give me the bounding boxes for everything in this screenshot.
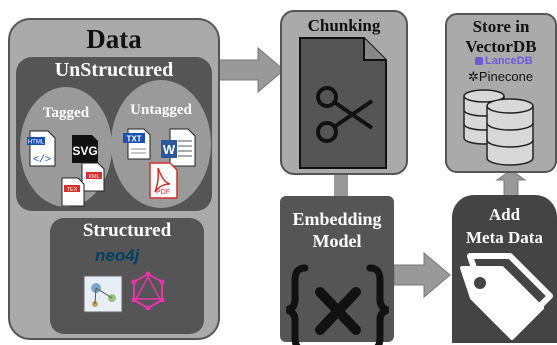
txt-file-icon: TXT (123, 128, 151, 160)
svg-text:TXT: TXT (126, 135, 141, 144)
svg-text:SVG: SVG (72, 144, 97, 158)
svg-text:PDF: PDF (156, 189, 170, 196)
chunking-title: Chunking (307, 16, 381, 35)
arrow-data-to-chunking (217, 46, 285, 94)
unstructured-title: UnStructured (54, 59, 174, 81)
tagged-title: Tagged (42, 105, 90, 121)
svg-text:</>: </> (33, 154, 51, 166)
embedding-title: Embedding Model (280, 208, 394, 252)
metadata-title-line2: Meta Data (466, 228, 543, 247)
neo4j-logo: neo4j (95, 246, 140, 265)
pinecone-label: Pinecone (478, 69, 534, 84)
structured-title: Structured (82, 220, 172, 241)
database-stack-icon (463, 89, 534, 166)
lancedb-icon (475, 57, 483, 65)
untagged-title: Untagged (130, 102, 192, 118)
function-braces-icon (285, 264, 390, 345)
svg-file-icon: SVG (72, 135, 98, 163)
svg-text:W: W (163, 142, 176, 157)
arrow-metadata-to-store (495, 169, 527, 197)
svg-text:TEX: TEX (67, 187, 78, 193)
store-title-line1: Store in (472, 17, 530, 36)
graphql-icon (131, 271, 165, 311)
pinecone-logo: ✲Pinecone (468, 69, 533, 85)
structured-panel: Structured (50, 218, 204, 334)
pinecone-icon: ✲ (468, 69, 479, 84)
lancedb-label: LanceDB (485, 55, 533, 67)
lancedb-logo: LanceDB (475, 55, 533, 67)
metadata-title: Add Meta Data (452, 203, 557, 249)
arrow-embedding-to-metadata (393, 251, 451, 299)
store-title: Store in VectorDB (447, 17, 555, 57)
html-file-icon: HTML </> (27, 130, 56, 167)
pdf-file-icon: PDF (149, 162, 178, 199)
svg-text:HTML: HTML (28, 140, 45, 146)
embedding-title-line2: Model (312, 231, 362, 251)
embedding-title-line1: Embedding (292, 209, 382, 229)
graph-database-icon (83, 275, 123, 313)
scissors-document-icon (299, 37, 387, 169)
xml-file-icon: XML (81, 162, 105, 192)
tags-icon (460, 253, 553, 340)
metadata-title-line1: Add (488, 205, 521, 224)
tex-file-icon: TEX (61, 177, 85, 207)
store-title-line2: VectorDB (465, 37, 537, 56)
connector-chunking-embedding (334, 174, 348, 198)
word-file-icon: W (161, 128, 196, 167)
data-title: Data (86, 24, 142, 54)
svg-text:XML: XML (88, 174, 99, 180)
